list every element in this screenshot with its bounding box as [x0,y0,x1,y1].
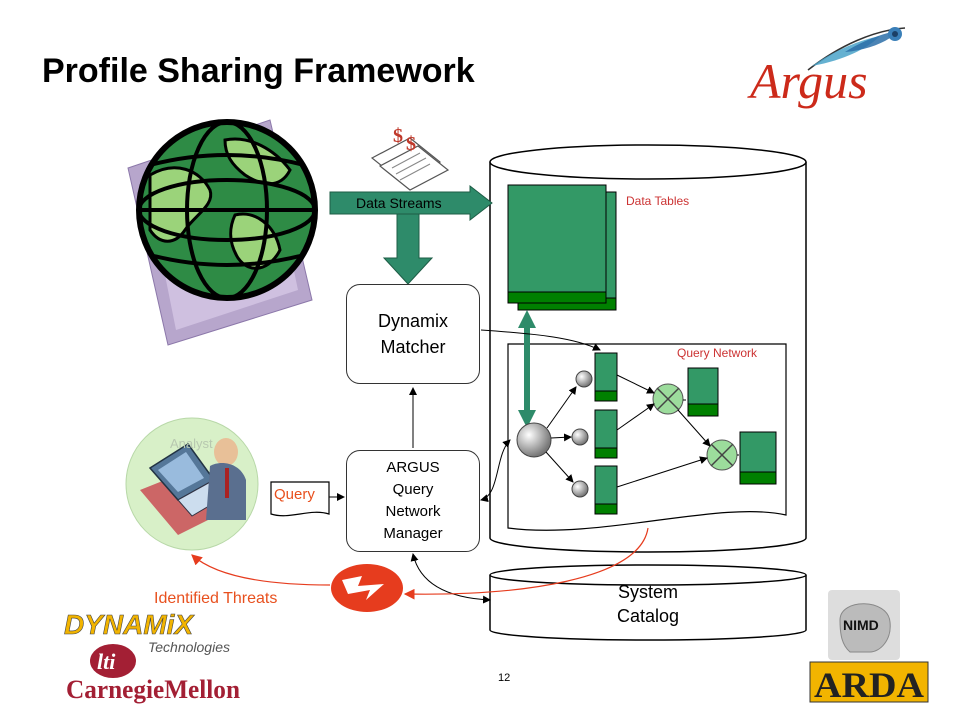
svg-text:$: $ [393,125,403,147]
manager-label-line3: Network [385,503,441,520]
dynamix-logo-text: DYNAMiX [64,609,195,640]
cmu-logo-text: CarnegieMellon [66,675,241,704]
query-label: Query [274,486,315,503]
argus-logo-text: Argus [750,53,868,109]
data-streams-label: Data Streams [356,195,442,211]
matcher-to-network-arrow [480,329,601,351]
threat-flow-arrow [403,527,649,600]
data-streams-arrow [329,184,493,285]
catalog-label-line1: System [617,582,678,602]
query-network-graph [516,352,777,515]
globe-icon [127,119,318,346]
threat-to-analyst-arrow [191,554,331,586]
data-tables-stack [507,184,617,311]
alert-lightning-icon [331,564,403,612]
query-network-label: Query Network [677,346,758,360]
slide-title: Profile Sharing Framework [42,52,475,90]
system-catalog-label: System Catalog [598,580,698,628]
nimd-logo-text: NIMD [843,617,879,633]
dynamix-matcher-box: Dynamix Matcher [346,284,480,384]
system-catalog-cylinder [489,564,807,641]
catalog-label-line2: Catalog [616,606,680,626]
arda-logo-text: ARDA [814,665,924,705]
argus-feather-icon [807,27,906,71]
svg-text:$: $ [406,133,416,155]
matcher-label-line1: Dynamix [377,311,448,331]
dynamix-logo: DYNAMiX Technologies [64,609,230,655]
analyst-icon [125,417,259,551]
identified-threats-label: Identified Threats [154,590,278,607]
manager-catalog-link [410,553,491,604]
query-document [270,481,330,517]
analyst-label: Analyst [170,436,213,451]
query-network-manager-box: ARGUS Query Network Manager [346,450,480,552]
nimd-arda-logo: NIMD ARDA [809,590,929,705]
page-number: 12 [498,672,511,684]
matcher-label-line2: Matcher [380,337,446,357]
dynamix-logo-subtext: Technologies [148,639,230,655]
manager-network-link [480,439,511,503]
manager-label-line4: Manager [383,525,443,542]
lti-logo-text: lti [97,649,116,674]
data-tables-label: Data Tables [626,194,690,208]
documents-icon: $ $ [370,125,450,191]
manager-label-line2: Query [392,481,434,498]
tables-network-link [518,310,536,428]
manager-label-line1: ARGUS [386,459,440,476]
cmu-logo: lti CarnegieMellon [66,644,241,704]
